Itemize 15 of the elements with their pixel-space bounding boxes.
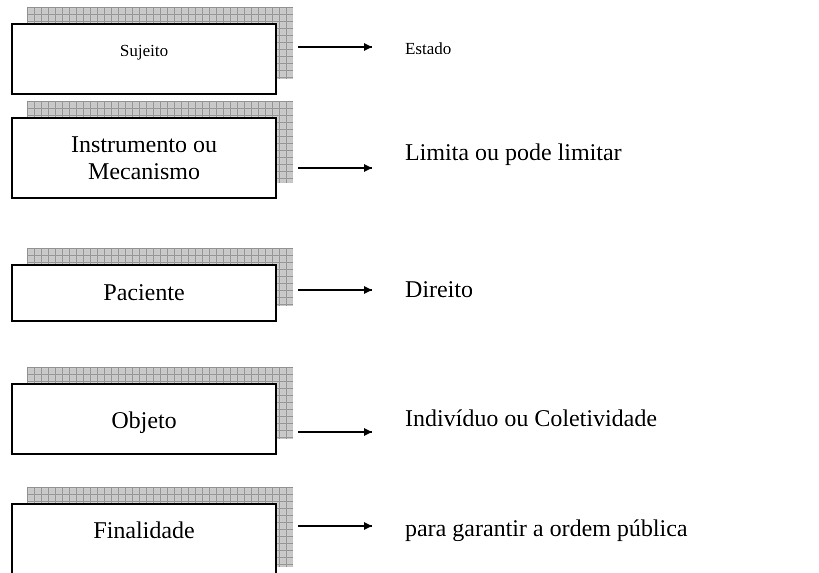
description-text: Limita ou pode limitar xyxy=(372,140,632,167)
description-text: Estado xyxy=(372,35,512,62)
label-box: Sujeito xyxy=(11,23,277,95)
label-box: Paciente xyxy=(11,264,277,322)
description-text: Direito xyxy=(372,277,572,304)
label-box: Objeto xyxy=(11,383,277,455)
arrow xyxy=(298,164,372,172)
description-text: Indivíduo ou Coletividade xyxy=(372,406,792,433)
arrow xyxy=(298,43,372,51)
description-text: para garantir a ordem pública xyxy=(372,516,817,543)
label-box: Finalidade xyxy=(11,503,277,573)
arrow xyxy=(298,522,372,530)
arrow xyxy=(298,428,372,436)
arrow xyxy=(298,286,372,294)
label-box: Instrumento ou Mecanismo xyxy=(11,117,277,199)
